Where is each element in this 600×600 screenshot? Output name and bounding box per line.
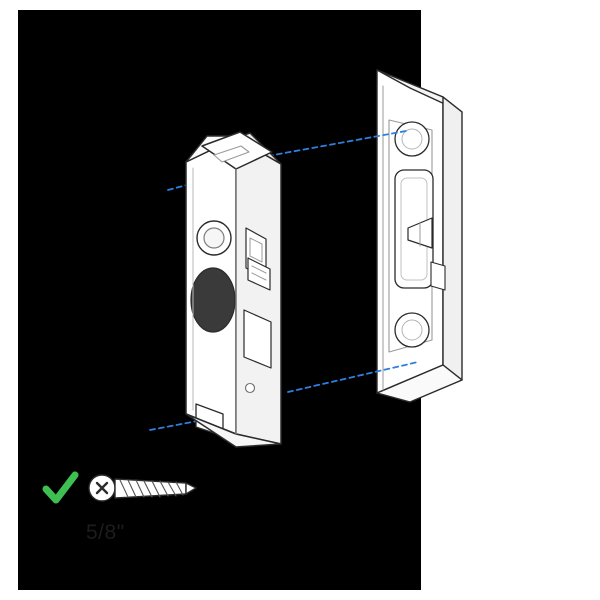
alignment-guide-top <box>267 130 407 157</box>
wedge-screw-hole-bottom-inner <box>401 319 423 341</box>
wedge-lower-tab <box>430 261 446 291</box>
alignment-guide-lower-right <box>287 361 419 393</box>
device-bottom-face <box>185 413 282 448</box>
device-speaker-line-1 <box>251 265 267 274</box>
device-speaker-grill <box>247 257 271 291</box>
screw-threads <box>119 479 184 498</box>
device-lower-panel <box>243 309 272 369</box>
wedge-bottom-facet <box>376 364 463 403</box>
checkmark-icon <box>42 471 79 504</box>
device-speaker-line-2 <box>251 272 267 281</box>
screw-length-label: 5/8" <box>86 521 125 544</box>
screw-tip <box>185 482 197 495</box>
camera-lens-inner <box>203 227 225 249</box>
device-light-bar-inner <box>249 237 263 263</box>
doorbell-button-ellipse <box>190 267 236 333</box>
device-reset-hole <box>244 382 256 394</box>
device-top-detail <box>213 145 250 163</box>
wedge-screw-hole-top-inner <box>401 128 423 150</box>
screw-phillips-cross <box>95 481 109 495</box>
